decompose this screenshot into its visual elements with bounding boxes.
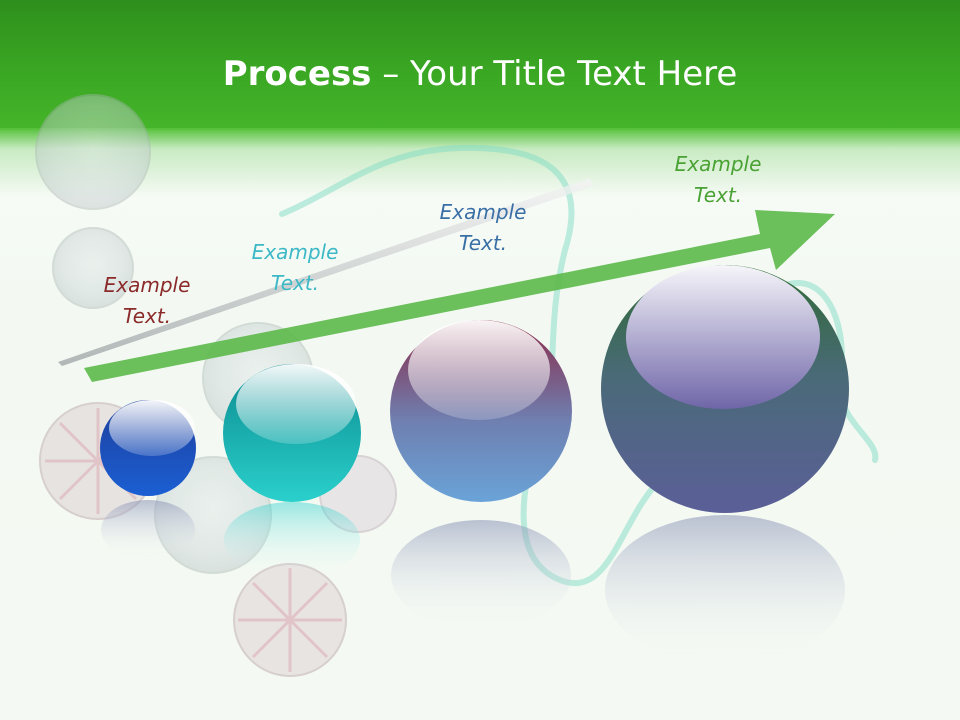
- sphere-reflection: [391, 520, 571, 630]
- sphere-reflection: [605, 515, 845, 665]
- step-3-label: Example Text.: [424, 197, 542, 259]
- title-bar-fade: [0, 128, 960, 198]
- button-decoration: [35, 94, 151, 210]
- sphere-reflection: [224, 502, 360, 578]
- step-1-label: Example Text.: [88, 270, 206, 332]
- step-label-line: Text.: [122, 304, 172, 328]
- step-label-line: Text.: [270, 271, 320, 295]
- step-label-line: Example: [439, 200, 527, 224]
- step-label-line: Example: [103, 273, 191, 297]
- step-label-line: Text.: [693, 183, 743, 207]
- sphere-highlight: [109, 400, 195, 456]
- step-2-label: Example Text.: [236, 237, 354, 299]
- process-arrow: [84, 210, 835, 382]
- sphere-reflection: [101, 500, 195, 560]
- sphere-highlight: [236, 364, 356, 444]
- step-label-line: Example: [251, 240, 339, 264]
- title-rest: – Your Title Text Here: [371, 54, 738, 94]
- title-bar: [0, 0, 960, 130]
- needle-decoration: [58, 178, 593, 366]
- sphere-highlight: [626, 265, 820, 409]
- title-bold: Process: [222, 54, 372, 94]
- button-decoration: [52, 227, 134, 309]
- step-4-label: Example Text.: [659, 149, 777, 211]
- sphere-highlight: [408, 320, 550, 420]
- slide-title[interactable]: Process – Your Title Text Here: [0, 52, 960, 96]
- step-label-line: Example: [674, 152, 762, 176]
- step-label-line: Text.: [458, 231, 508, 255]
